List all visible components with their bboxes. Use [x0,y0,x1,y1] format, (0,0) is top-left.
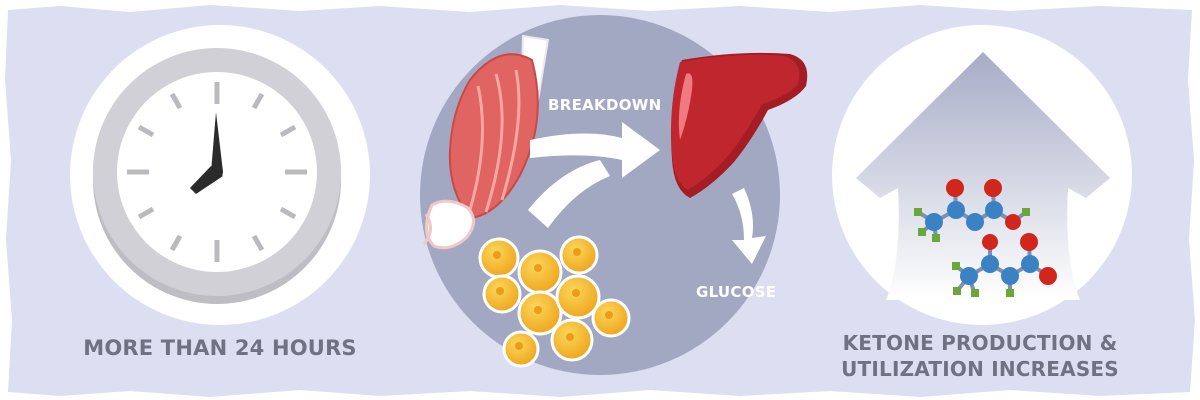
duration-caption: MORE THAN 24 HOURS [83,336,357,360]
molecule-icon [914,179,1057,297]
fat-cells-icon [478,235,631,368]
up-arrow-icon [856,52,1110,300]
glucose-arrow-icon [732,188,766,264]
breakdown-arrow-icon [528,122,660,228]
ketone-caption-line1: KETONE PRODUCTION & [842,331,1118,355]
ketone-caption: KETONE PRODUCTION & UTILIZATION INCREASE… [820,330,1140,382]
breakdown-label: BREAKDOWN [548,96,662,114]
muscle-icon [422,34,550,250]
clock-icon [70,25,370,325]
liver-icon [671,52,808,198]
ketone-caption-line2: UTILIZATION INCREASES [841,357,1119,381]
glucose-label: GLUCOSE [696,283,777,301]
